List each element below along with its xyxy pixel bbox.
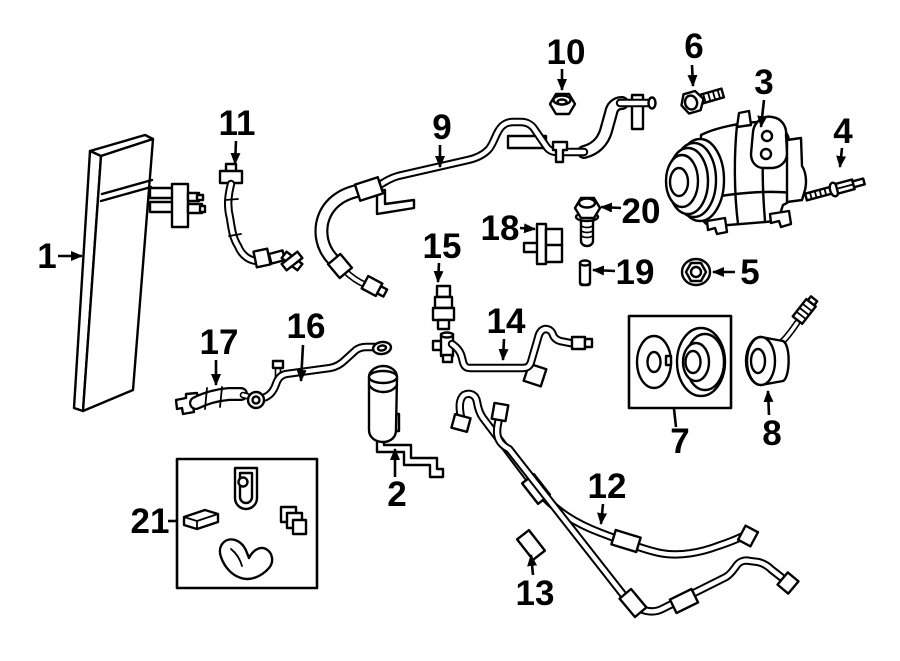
callout-number-3: 3 <box>754 63 773 102</box>
callout-leader-8 <box>763 390 774 416</box>
callout-number-8: 8 <box>762 414 781 453</box>
callout-leader-15 <box>433 262 444 283</box>
callout-leader-7 <box>672 408 678 428</box>
part-liquid-line <box>246 340 393 410</box>
callout-number-9: 9 <box>432 108 451 147</box>
part-bolt-20 <box>573 196 602 248</box>
callout-5-nut: 5 <box>712 253 760 292</box>
callout-number-6: 6 <box>684 27 703 66</box>
callout-number-13: 13 <box>516 574 555 613</box>
callout-leader-12 <box>597 503 608 525</box>
callout-leader-14 <box>498 338 509 361</box>
part-stud <box>803 177 866 202</box>
callout-number-12: 12 <box>588 467 627 506</box>
callout-number-11: 11 <box>219 104 256 143</box>
part-clutch-coil <box>744 295 819 387</box>
callout-number-5: 5 <box>740 253 759 292</box>
callout-20-bolt: 20 <box>600 192 661 231</box>
callout-leader-18 <box>519 223 536 234</box>
callout-10-nut: 10 <box>547 33 586 91</box>
callout-leader-19 <box>592 265 616 276</box>
callout-leader-13 <box>527 554 538 576</box>
callout-number-21: 21 <box>131 502 170 541</box>
callout-19-spacer: 19 <box>592 253 655 292</box>
callout-leader-6 <box>687 64 698 87</box>
callout-leader-4 <box>836 147 847 168</box>
callout-17-muffler-hose: 17 <box>200 323 239 386</box>
part-clutch-kit <box>627 314 733 410</box>
callout-leader-11 <box>230 140 241 165</box>
part-connecting-tube <box>431 324 594 388</box>
callout-14-connecting-tube: 14 <box>487 302 526 361</box>
callout-11-discharge-hose: 11 <box>219 104 256 165</box>
callout-15-pressure-transducer: 15 <box>423 227 462 283</box>
callout-leader-3 <box>757 99 768 128</box>
part-condenser <box>72 133 207 413</box>
callout-number-16: 16 <box>287 307 326 346</box>
callout-leader-20 <box>600 202 622 213</box>
callout-13-ac-line-lower: 13 <box>516 554 555 613</box>
callout-21-seal-kit: 21 <box>131 502 177 541</box>
callout-number-15: 15 <box>423 227 462 266</box>
callout-leader-16 <box>296 344 307 382</box>
callout-7-clutch-plate-and-pulley-kit: 7 <box>670 408 690 461</box>
callout-number-10: 10 <box>547 33 586 72</box>
callout-18-bracket: 18 <box>481 209 536 248</box>
part-muffler-hose <box>174 386 254 416</box>
callout-number-19: 19 <box>616 253 655 292</box>
callout-9-suction-line: 9 <box>432 108 452 168</box>
callout-2-receiver-drier: 2 <box>387 448 407 514</box>
part-bracket <box>522 222 564 266</box>
callout-16-liquid-line: 16 <box>287 307 326 382</box>
callout-number-4: 4 <box>833 112 853 151</box>
callout-1-condenser: 1 <box>37 237 83 276</box>
part-spacer <box>578 259 592 287</box>
part-receiver-drier <box>367 364 445 479</box>
callout-4-mounting-stud: 4 <box>833 112 853 168</box>
callout-6-mounting-bolt: 6 <box>684 27 704 87</box>
part-seal-kit <box>175 457 319 590</box>
callout-3-compressor: 3 <box>754 63 774 128</box>
callout-number-14: 14 <box>487 302 526 341</box>
part-nut-10 <box>548 92 577 116</box>
part-compressor <box>664 109 808 236</box>
callout-number-17: 17 <box>200 323 239 362</box>
part-nut-5 <box>680 257 712 287</box>
callout-number-20: 20 <box>622 192 661 231</box>
part-bolt-6 <box>680 87 726 115</box>
callout-number-1: 1 <box>37 237 56 276</box>
part-line-lower <box>490 401 800 619</box>
callout-8-clutch-coil: 8 <box>762 390 782 453</box>
callout-12-ac-line-upper: 12 <box>588 467 627 525</box>
callout-number-2: 2 <box>387 475 406 514</box>
callout-number-7: 7 <box>670 422 689 461</box>
part-pressure-transducer <box>431 284 456 331</box>
part-discharge-hose <box>218 162 304 272</box>
callout-number-18: 18 <box>481 209 520 248</box>
part-suction-line <box>314 93 657 298</box>
